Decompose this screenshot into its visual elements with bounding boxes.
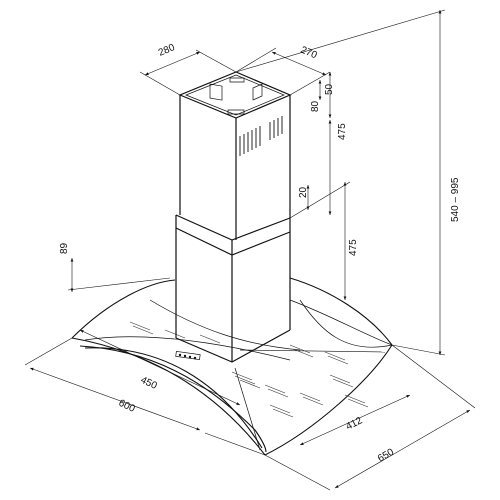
dim-label-20: 20 <box>298 186 309 198</box>
dim-label-450: 450 <box>139 375 159 392</box>
vent-slots-left <box>239 126 261 156</box>
lower-chimney <box>175 214 291 363</box>
vent-slots-right <box>269 116 283 140</box>
dim-label-650: 650 <box>376 447 396 465</box>
dim-label-89: 89 <box>59 242 70 254</box>
dim-label-280: 280 <box>157 42 177 59</box>
dim-label-475-lower: 475 <box>348 239 359 256</box>
dimension-lines <box>24 9 476 491</box>
control-panel <box>175 350 201 361</box>
dim-label-412: 412 <box>344 415 364 433</box>
dim-label-270: 270 <box>299 45 319 62</box>
dim-label-475-upper: 475 <box>337 123 348 140</box>
dim-label-50: 50 <box>324 83 335 95</box>
dim-label-600: 600 <box>117 398 137 415</box>
upper-chimney <box>178 71 292 240</box>
dim-label-total-height: 540 – 995 <box>450 177 461 222</box>
dim-label-80: 80 <box>310 100 321 112</box>
